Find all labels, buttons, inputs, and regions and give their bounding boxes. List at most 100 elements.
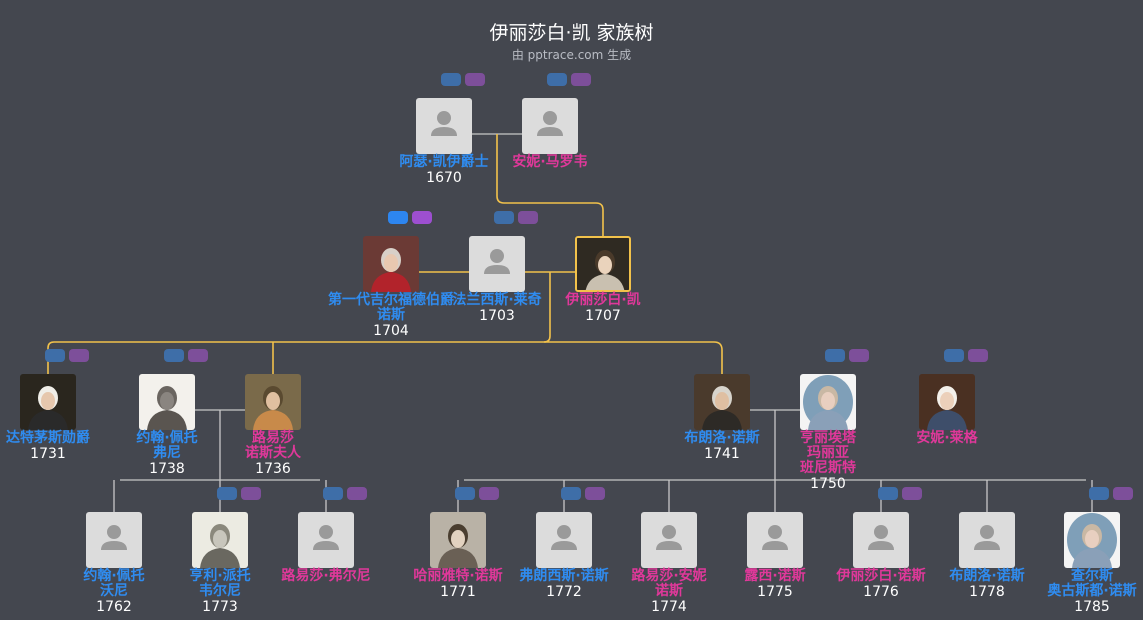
birth-year: 1762 [96,599,132,615]
expand-controls[interactable] [217,487,261,501]
person-name-line: 第一代吉尔福德伯爵 [328,292,454,308]
expand-controls[interactable] [878,487,922,501]
expand-spouse-button[interactable] [479,487,499,500]
birth-year: 1703 [479,308,515,324]
connector-line [47,341,723,374]
expand-spouse-button[interactable] [571,73,591,86]
expand-spouse-button[interactable] [465,73,485,86]
portrait-photo[interactable] [800,374,856,430]
expand-ancestors-button[interactable] [455,487,475,500]
expand-controls[interactable] [323,487,367,501]
portrait-photo[interactable] [139,374,195,430]
expand-ancestors-button[interactable] [441,73,461,86]
person-name-line: 路易莎·弗尔尼 [281,568,371,584]
person-placeholder-icon[interactable] [298,512,354,568]
expand-ancestors-button[interactable] [878,487,898,500]
expand-ancestors-button[interactable] [944,349,964,362]
expand-controls[interactable] [944,349,988,363]
expand-spouse-button[interactable] [241,487,261,500]
expand-spouse-button[interactable] [849,349,869,362]
person-name-line: 路易莎·安妮 [631,568,707,584]
person-name-line: 伊丽莎白·诺斯 [836,568,926,584]
portrait-photo[interactable] [919,374,975,430]
expand-controls[interactable] [45,349,89,363]
expand-ancestors-button[interactable] [494,211,514,224]
portrait-photo[interactable] [1064,512,1120,568]
expand-controls[interactable] [825,349,869,363]
portrait-photo[interactable] [430,512,486,568]
person-placeholder-icon[interactable] [959,512,1015,568]
portrait-photo[interactable] [363,236,419,292]
birth-year: 1704 [373,323,409,339]
expand-ancestors-button[interactable] [45,349,65,362]
person-name-line: 奥古斯都·诺斯 [1047,583,1137,599]
expand-spouse-button[interactable] [1113,487,1133,500]
birth-year: 1670 [426,170,462,186]
person-placeholder-icon[interactable] [416,98,472,154]
person-placeholder-icon[interactable] [747,512,803,568]
person-placeholder-icon[interactable] [469,236,525,292]
person-name-line: 韦尔尼 [199,583,241,599]
portrait-photo[interactable] [245,374,301,430]
expand-ancestors-button[interactable] [825,349,845,362]
expand-spouse-button[interactable] [518,211,538,224]
person-placeholder-icon[interactable] [853,512,909,568]
person-name: 第一代吉尔福德伯爵第一代吉尔福德伯爵诺斯1704 [316,293,466,340]
expand-spouse-button[interactable] [69,349,89,362]
expand-ancestors-button[interactable] [547,73,567,86]
birth-year: 1785 [1074,599,1110,615]
expand-spouse-button[interactable] [585,487,605,500]
person-name-line: 路易莎 [252,430,294,446]
expand-controls[interactable] [164,349,208,363]
person-placeholder-icon[interactable] [536,512,592,568]
expand-controls[interactable] [547,73,591,87]
expand-ancestors-button[interactable] [561,487,581,500]
birth-year: 1771 [440,584,476,600]
birth-year: 1731 [30,446,66,462]
expand-ancestors-button[interactable] [164,349,184,362]
birth-year: 1736 [255,461,291,477]
birth-year: 1773 [202,599,238,615]
person-name-line: 布朗洛·诺斯 [949,568,1025,584]
expand-spouse-button[interactable] [188,349,208,362]
expand-spouse-button[interactable] [347,487,367,500]
person-placeholder-icon[interactable] [86,512,142,568]
expand-ancestors-button[interactable] [323,487,343,500]
person-name-line: 查尔斯 [1071,568,1113,584]
birth-year: 1778 [969,584,1005,600]
expand-spouse-button[interactable] [902,487,922,500]
portrait-photo[interactable] [694,374,750,430]
expand-spouse-button[interactable] [968,349,988,362]
portrait-photo[interactable] [20,374,76,430]
portrait-photo[interactable] [192,512,248,568]
person-placeholder-icon[interactable] [522,98,578,154]
expand-controls[interactable] [441,73,485,87]
person-name-line: 法兰西斯·莱奇 [452,292,542,308]
person-name-line: 约翰·佩托 [83,568,145,584]
expand-ancestors-button[interactable] [388,211,408,224]
person-name-line: 亨丽埃塔 [800,430,856,446]
person-name: 亨丽埃塔玛丽亚班尼斯特亨丽埃塔玛丽亚班尼斯特1750 [753,431,903,493]
expand-controls[interactable] [388,211,432,225]
expand-ancestors-button[interactable] [217,487,237,500]
expand-ancestors-button[interactable] [1089,487,1109,500]
person-name: 安妮·莱格安妮·莱格 [872,431,1022,446]
person-name-line: 诺斯 [377,307,405,323]
expand-controls[interactable] [455,487,499,501]
expand-spouse-button[interactable] [412,211,432,224]
expand-controls[interactable] [1089,487,1133,501]
birth-year: 1772 [546,584,582,600]
portrait-photo[interactable] [575,236,631,292]
person-placeholder-icon[interactable] [641,512,697,568]
person-name-line: 约翰·佩托 [136,430,198,446]
expand-controls[interactable] [494,211,538,225]
expand-controls[interactable] [561,487,605,501]
